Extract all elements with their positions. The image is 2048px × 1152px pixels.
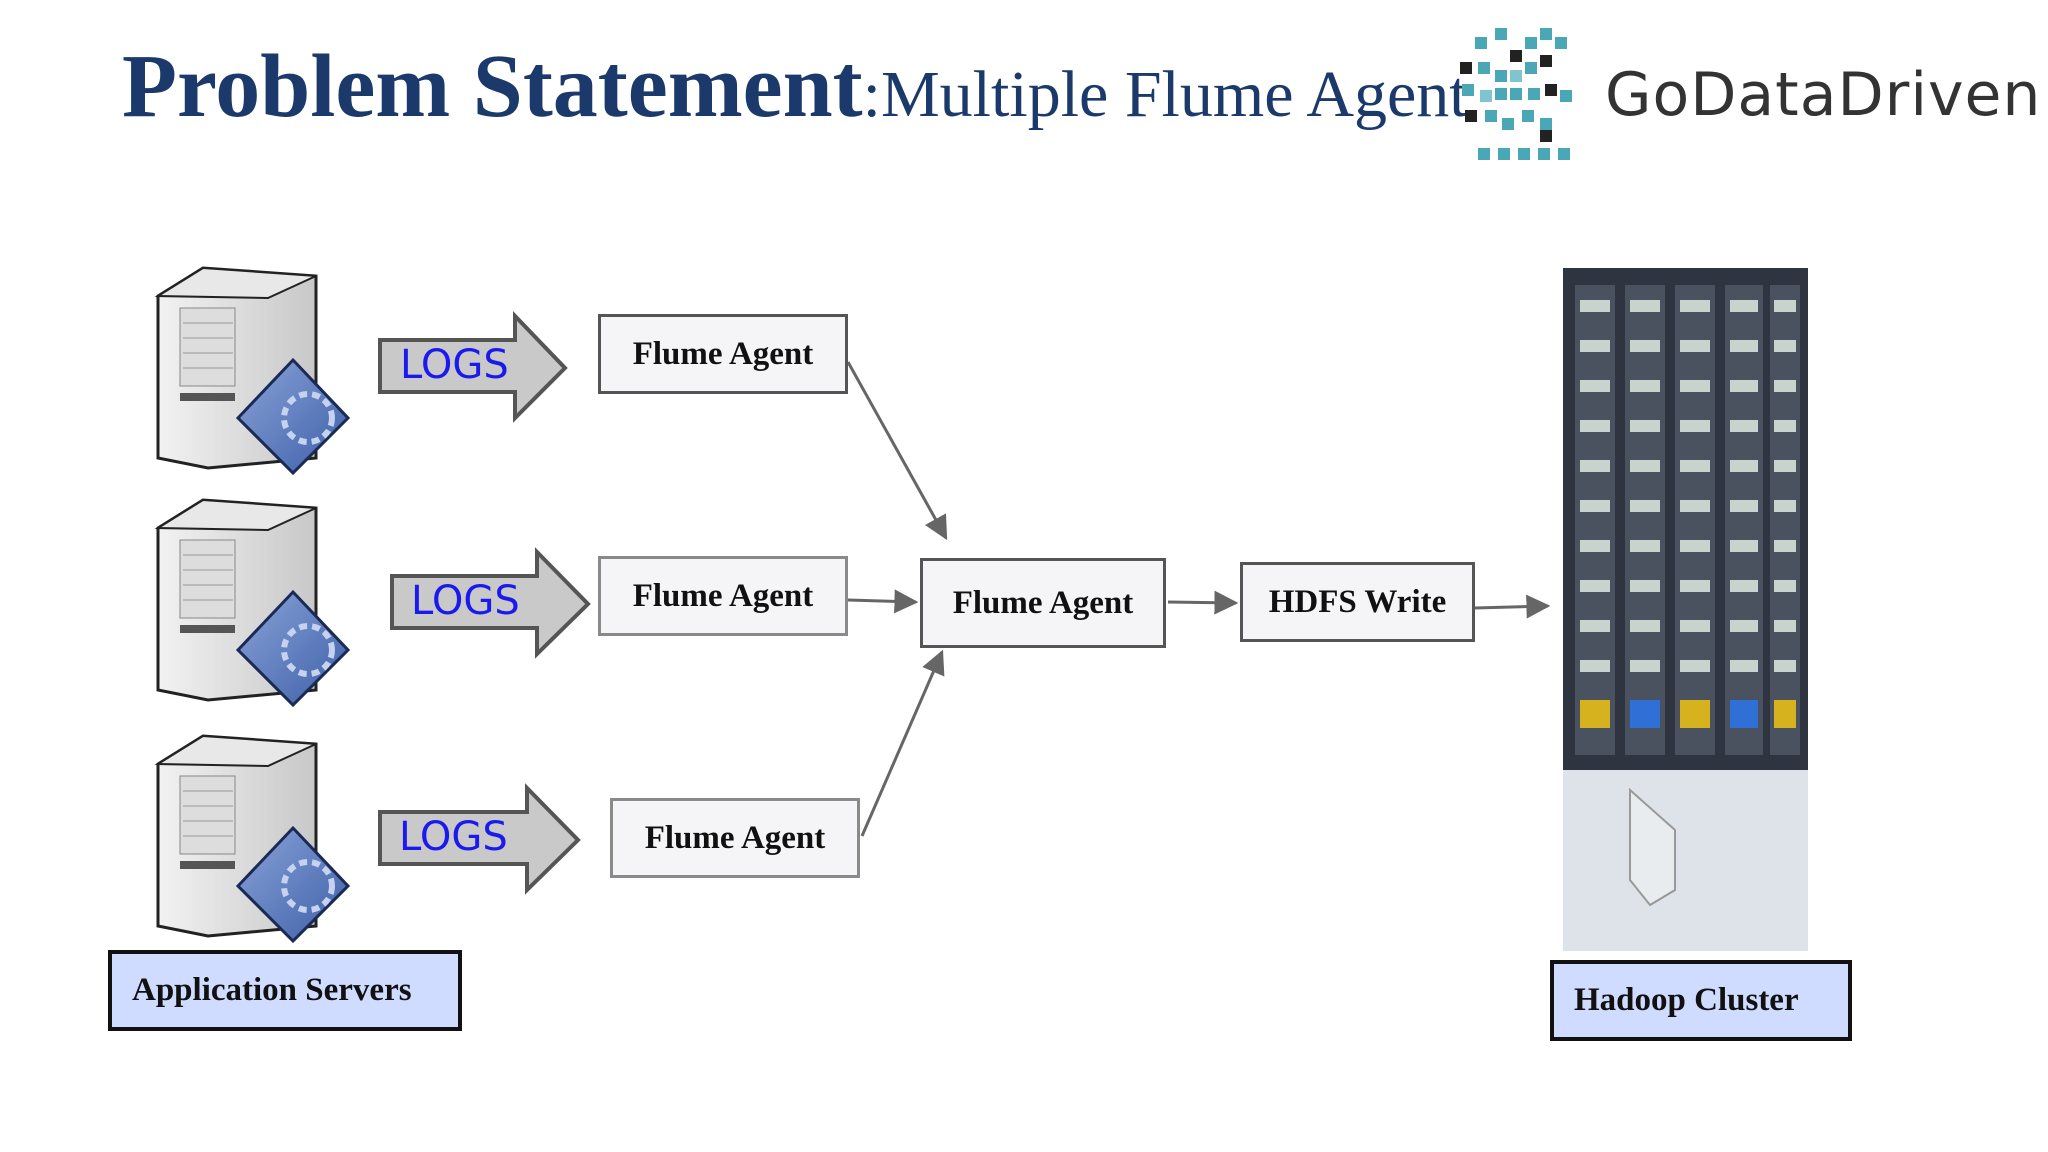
flume-agent-box-1: Flume Agent [598,314,848,394]
connector-arrow [1474,594,1551,619]
logs-arrow-shape [378,783,581,895]
server-icon [154,734,351,944]
flume-agent-box-2: Flume Agent [598,556,848,636]
logs-label: LOGS [411,578,520,624]
server-icon [154,498,351,708]
title-light: :Multiple Flume Agent [862,58,1468,131]
slide-title: Problem Statement:Multiple Flume Agent [122,42,1468,132]
connector-arrow [1167,590,1239,615]
godatadriven-logo-icon [1460,28,1572,160]
server-icon [154,266,351,476]
logs-label: LOGS [399,814,508,860]
logs-arrow-shape [378,311,568,423]
logs-label: LOGS [400,342,509,388]
application-servers-label: Application Servers [108,950,462,1031]
hadoop-cluster-label: Hadoop Cluster [1550,960,1852,1041]
hdfs-write-box: HDFS Write [1240,562,1475,642]
flume-agent-box-3: Flume Agent [610,798,860,878]
collector-flume-agent-box: Flume Agent [920,558,1166,648]
connector-arrow [846,361,948,541]
title-bold: Problem Statement [122,37,863,136]
connector-arrow [847,589,919,614]
connector-arrow [860,649,945,837]
logs-arrow-shape [390,547,591,659]
server-rack-image [1563,268,1808,951]
godatadriven-wordmark: GoDataDriven [1605,60,2042,130]
